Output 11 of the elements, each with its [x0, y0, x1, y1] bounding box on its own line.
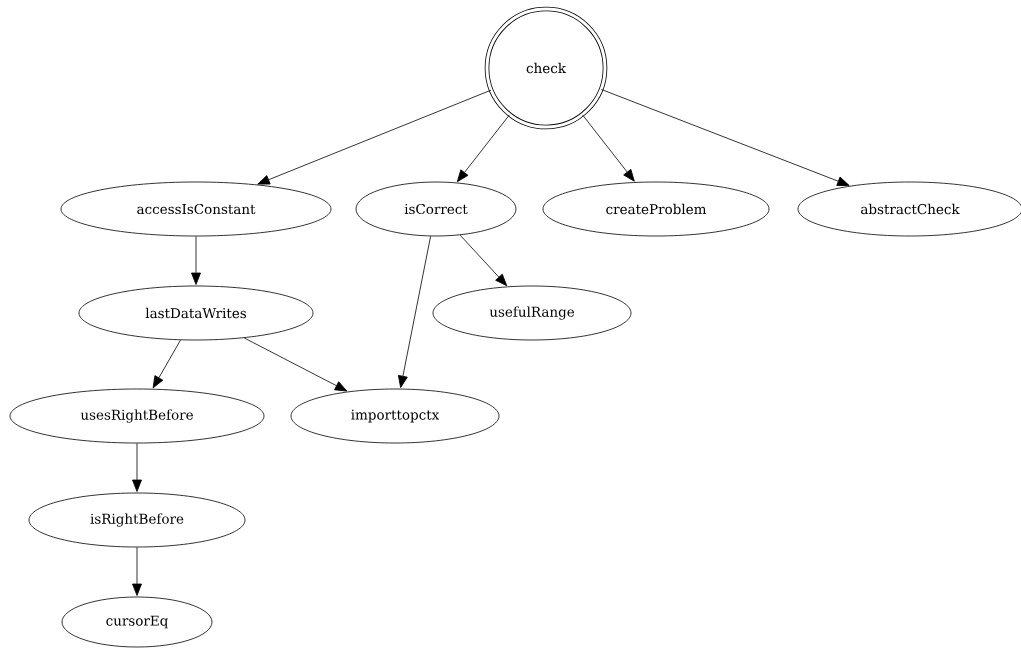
arrow [257, 89, 492, 185]
arrow [398, 235, 431, 388]
arrow [191, 236, 201, 285]
arrow [459, 234, 508, 287]
arrow [152, 339, 181, 389]
arrow [601, 89, 850, 186]
arrow [243, 337, 348, 392]
arrow [132, 547, 142, 596]
arrow [132, 443, 142, 492]
arrow [456, 114, 510, 183]
arrow [582, 114, 635, 182]
